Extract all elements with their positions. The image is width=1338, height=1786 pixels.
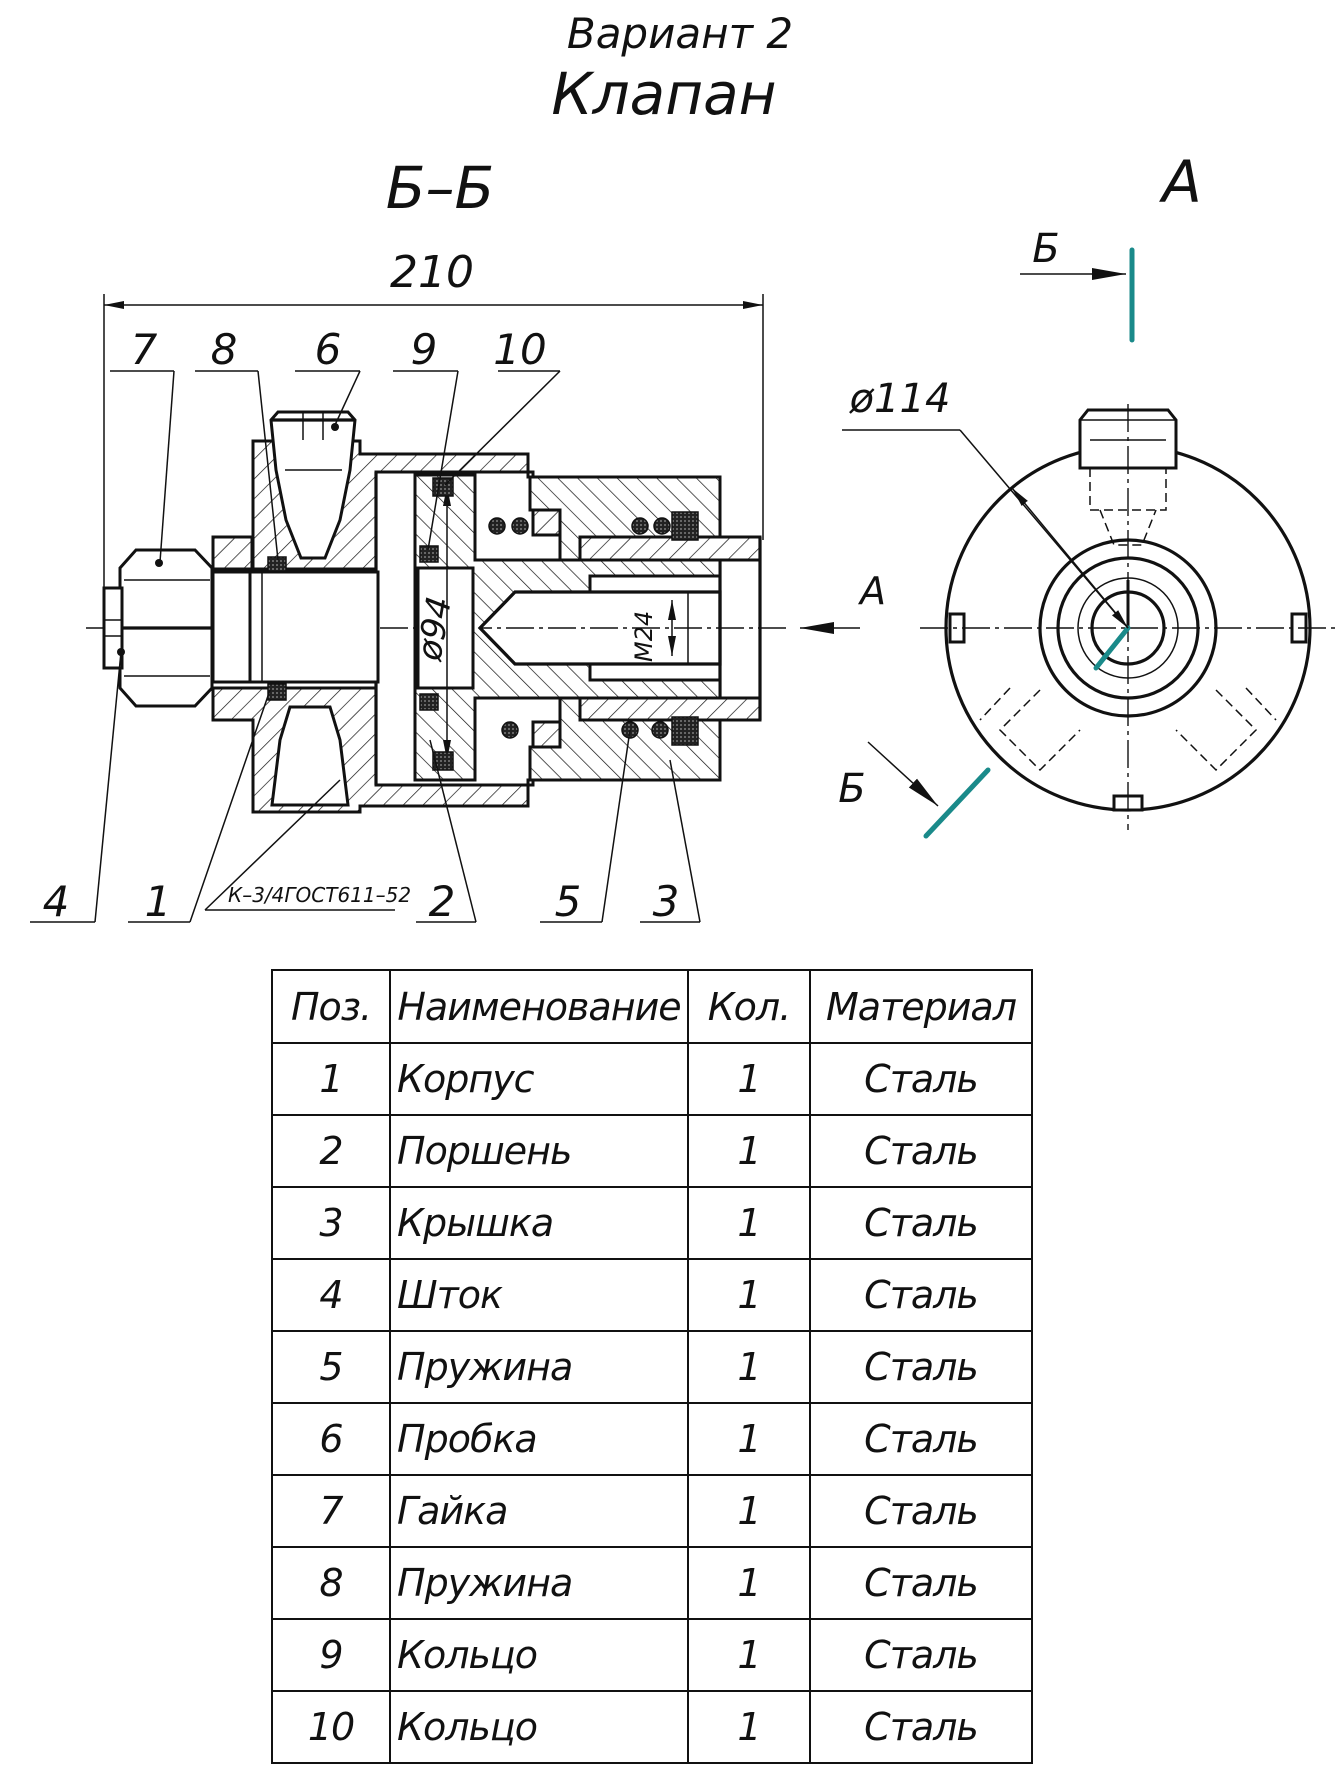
row-pos: 7: [271, 1474, 391, 1548]
row-pos: 4: [271, 1258, 391, 1332]
row-material: Сталь: [809, 1258, 1033, 1332]
row-pos: 1: [271, 1042, 391, 1116]
callout-5: 5: [555, 877, 582, 926]
dimension-210: 210: [103, 247, 764, 630]
assembly-drawing: Вариант 2 Клапан Б–Б 210 M24 ø94: [30, 9, 1336, 926]
section-mark-bottom: Б: [838, 766, 865, 812]
callout-numbers: 7 8 6 9 10 4 1 2 5 3 К–3/4ГОСТ611–52: [43, 325, 680, 926]
callout-9: 9: [411, 325, 438, 374]
row-name: Пробка: [389, 1402, 689, 1476]
callout-3: 3: [653, 877, 680, 926]
seals: [267, 477, 699, 771]
row-pos: 2: [271, 1114, 391, 1188]
plug-part: [269, 410, 357, 807]
callout-1: 1: [145, 877, 172, 926]
side-view-drawing: [842, 404, 1336, 830]
table-row: 3 Крышка 1 Сталь: [271, 1186, 1033, 1260]
cut-plane-bottom: [923, 767, 991, 839]
piston-part: M24 ø94: [409, 473, 722, 782]
table-row: 5 Пружина 1 Сталь: [271, 1330, 1033, 1404]
row-qty: 1: [687, 1690, 811, 1764]
specification-table: Поз. Наименование Кол. Материал 1 Корпус…: [271, 969, 1033, 1764]
section-mark-top: Б: [1032, 226, 1059, 272]
table-row: 10 Кольцо 1 Сталь: [271, 1690, 1033, 1764]
thread-label: M24: [630, 611, 658, 662]
row-qty: 1: [687, 1114, 811, 1188]
callout-6: 6: [315, 325, 342, 374]
row-qty: 1: [687, 1618, 811, 1692]
table-row: 2 Поршень 1 Сталь: [271, 1114, 1033, 1188]
weld-note: К–3/4ГОСТ611–52: [228, 883, 411, 907]
row-name: Кольцо: [389, 1618, 689, 1692]
row-pos: 8: [271, 1546, 391, 1620]
row-pos: 6: [271, 1402, 391, 1476]
table-row: 8 Пружина 1 Сталь: [271, 1546, 1033, 1620]
row-name: Кольцо: [389, 1690, 689, 1764]
row-qty: 1: [687, 1474, 811, 1548]
callout-8: 8: [211, 325, 238, 374]
header-pos: Поз.: [271, 969, 391, 1044]
row-name: Корпус: [389, 1042, 689, 1116]
section-label: Б–Б: [386, 154, 495, 222]
dimension-length-text: 210: [390, 247, 474, 298]
row-qty: 1: [687, 1402, 811, 1476]
row-material: Сталь: [809, 1402, 1033, 1476]
row-material: Сталь: [809, 1690, 1033, 1764]
table-header-row: Поз. Наименование Кол. Материал: [271, 969, 1033, 1044]
cover-part: [528, 475, 722, 782]
header-material: Материал: [809, 969, 1033, 1044]
header-qty: Кол.: [687, 969, 811, 1044]
title-variant: Вариант 2: [567, 9, 793, 58]
row-material: Сталь: [809, 1546, 1033, 1620]
row-material: Сталь: [809, 1186, 1033, 1260]
table-row: 4 Шток 1 Сталь: [271, 1258, 1033, 1332]
row-qty: 1: [687, 1258, 811, 1332]
table-row: 6 Пробка 1 Сталь: [271, 1402, 1033, 1476]
row-name: Поршень: [389, 1114, 689, 1188]
section-arrow-bottom: [867, 741, 939, 807]
row-qty: 1: [687, 1330, 811, 1404]
row-name: Шток: [389, 1258, 689, 1332]
row-pos: 9: [271, 1618, 391, 1692]
row-pos: 10: [271, 1690, 391, 1764]
row-material: Сталь: [809, 1114, 1033, 1188]
callout-2: 2: [429, 877, 456, 926]
row-qty: 1: [687, 1042, 811, 1116]
header-name: Наименование: [389, 969, 689, 1044]
table-row: 7 Гайка 1 Сталь: [271, 1474, 1033, 1548]
row-qty: 1: [687, 1186, 811, 1260]
table-row: 9 Кольцо 1 Сталь: [271, 1618, 1033, 1692]
stem-and-nut: [102, 548, 380, 708]
callout-4: 4: [43, 877, 70, 926]
row-name: Гайка: [389, 1474, 689, 1548]
title-name: Клапан: [551, 60, 776, 128]
row-pos: 5: [271, 1330, 391, 1404]
callout-10: 10: [493, 325, 546, 374]
row-material: Сталь: [809, 1042, 1033, 1116]
row-material: Сталь: [809, 1330, 1033, 1404]
callout-lines: [30, 370, 701, 923]
view-arrow-label: А: [857, 569, 886, 613]
row-name: Пружина: [389, 1330, 689, 1404]
row-name: Пружина: [389, 1546, 689, 1620]
callout-7: 7: [131, 325, 158, 374]
row-material: Сталь: [809, 1618, 1033, 1692]
side-view-label: А: [1158, 148, 1202, 216]
row-qty: 1: [687, 1546, 811, 1620]
row-material: Сталь: [809, 1474, 1033, 1548]
table-row: 1 Корпус 1 Сталь: [271, 1042, 1033, 1116]
side-diameter-label: ø114: [849, 376, 951, 422]
row-pos: 3: [271, 1186, 391, 1260]
row-name: Крышка: [389, 1186, 689, 1260]
